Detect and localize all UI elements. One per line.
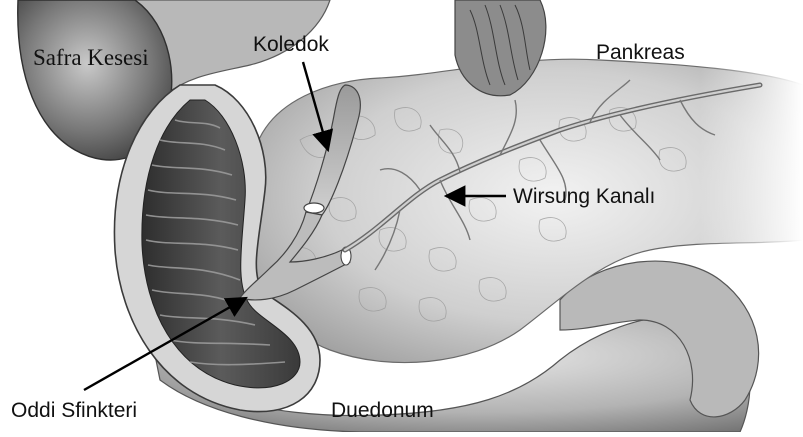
- common-bile-duct-label: Koledok: [253, 34, 329, 55]
- duodenum-label: Duedonum: [331, 400, 434, 421]
- sphincter-of-oddi-label: Oddi Sfinkteri: [11, 400, 137, 421]
- gallbladder-label: Safra Kesesi: [33, 46, 149, 69]
- pancreatic-duct-label: Wirsung Kanalı: [513, 186, 655, 207]
- bile-duct-opening: [304, 203, 324, 213]
- pancreas-label: Pankreas: [596, 42, 685, 63]
